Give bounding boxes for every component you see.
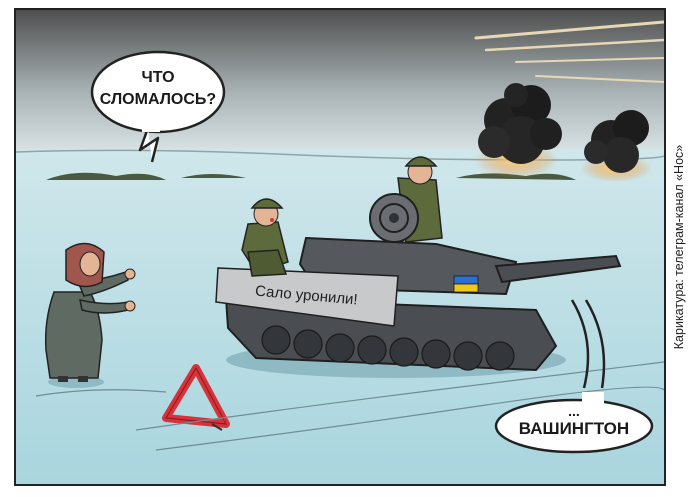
tank: Сало уронили! — [215, 236, 622, 378]
old-woman — [44, 242, 136, 388]
credit-text: Карикатура: телеграм-канал «Нос» — [672, 144, 687, 350]
distant-bushes — [46, 172, 576, 180]
snow-tracks — [35, 361, 664, 451]
explosion-right — [580, 110, 652, 182]
speech-bottom-text: ВАШИНГТОН — [519, 419, 629, 438]
ukraine-flag — [453, 275, 479, 285]
speech-top-line-2: СЛОМАЛОСЬ? — [100, 91, 216, 108]
speech-bubble-bottom: ... ВАШИНГТОН — [494, 299, 654, 454]
speech-bottom-dots: ... — [568, 403, 580, 419]
road-wheel — [369, 193, 419, 243]
explosion-left — [474, 83, 562, 178]
speech-top-line-1: ЧТО — [141, 69, 174, 86]
speech-bubble-top: ЧТО СЛОМАЛОСЬ? — [90, 50, 226, 163]
missile-trails — [474, 20, 664, 83]
cartoon-panel: ЧТО СЛОМАЛОСЬ? — [14, 8, 666, 486]
soldier-with-wheel — [369, 156, 443, 243]
tank-sign-board — [215, 267, 399, 327]
cartoon-illustration: ЧТО СЛОМАЛОСЬ? — [16, 10, 664, 484]
image-credit: Карикатура: телеграм-канал «Нос» — [671, 8, 687, 486]
soldier-sitting — [241, 198, 289, 277]
